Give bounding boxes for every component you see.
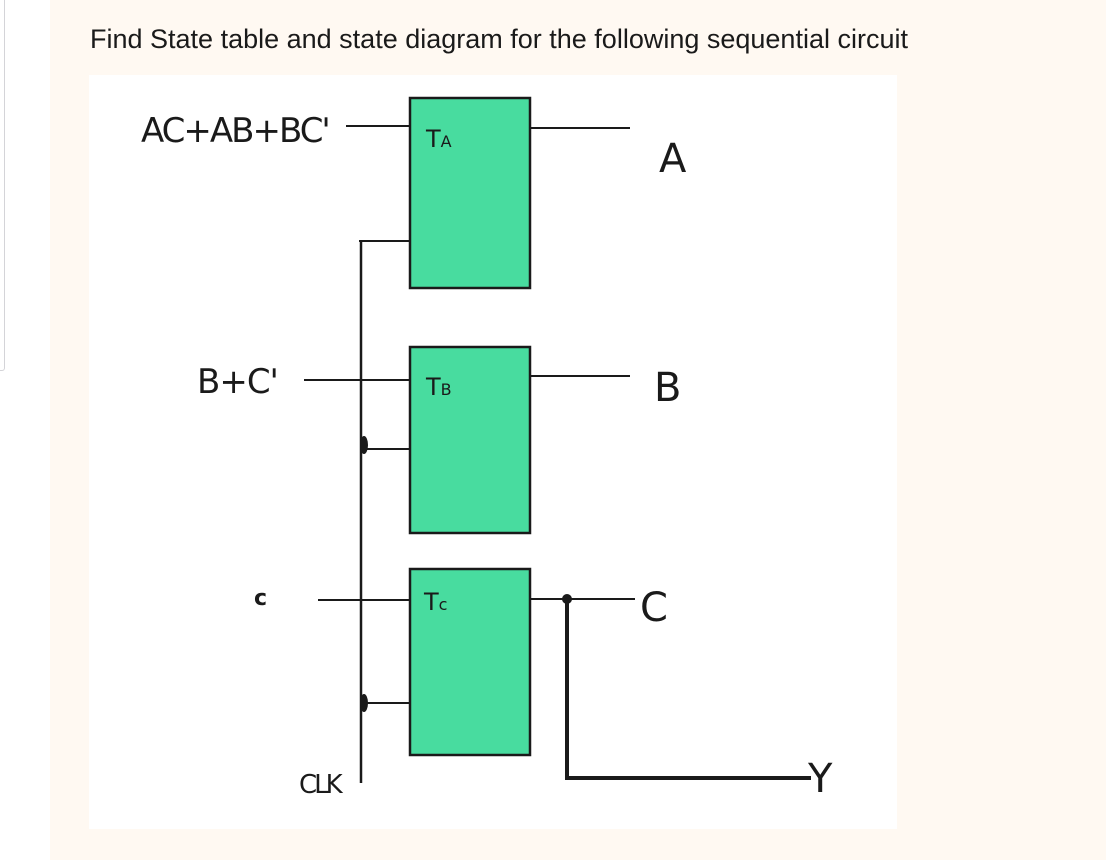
circuit-figure: TA TB Tc AC+AB+BC' B+C' c CLK A B C	[89, 75, 897, 829]
input-label-tb: B+C'	[197, 362, 278, 402]
output-y-wire	[565, 599, 811, 780]
clock-label: CLK	[299, 770, 344, 800]
tb-sub: B	[441, 380, 452, 399]
flip-flop-ta-label: TA	[425, 125, 452, 153]
tc-main: T	[423, 588, 439, 616]
circuit-diagram: TA TB Tc AC+AB+BC' B+C' c CLK A B C	[141, 96, 833, 802]
left-edge-frame	[0, 0, 5, 371]
input-label-ta: AC+AB+BC'	[141, 111, 329, 151]
ta-main: T	[425, 125, 441, 153]
ta-sub: A	[441, 132, 452, 151]
flip-flop-tb	[408, 345, 532, 535]
clock-junction-tb	[360, 436, 368, 454]
output-label-b: B	[654, 365, 681, 411]
flip-flop-ta	[408, 96, 532, 290]
tc-sub: c	[439, 595, 448, 614]
output-label-c: C	[640, 585, 668, 631]
output-label-y: Y	[807, 756, 833, 802]
question-text: Find State table and state diagram for t…	[90, 24, 908, 54]
flip-flop-tb-label: TB	[425, 373, 452, 401]
tb-main: T	[425, 373, 441, 401]
clock-junction-tc	[360, 694, 368, 712]
input-label-tc: c	[254, 586, 267, 611]
output-label-a: A	[659, 136, 687, 182]
flip-flop-tc-label: Tc	[423, 588, 447, 616]
flip-flop-tc	[408, 567, 532, 757]
